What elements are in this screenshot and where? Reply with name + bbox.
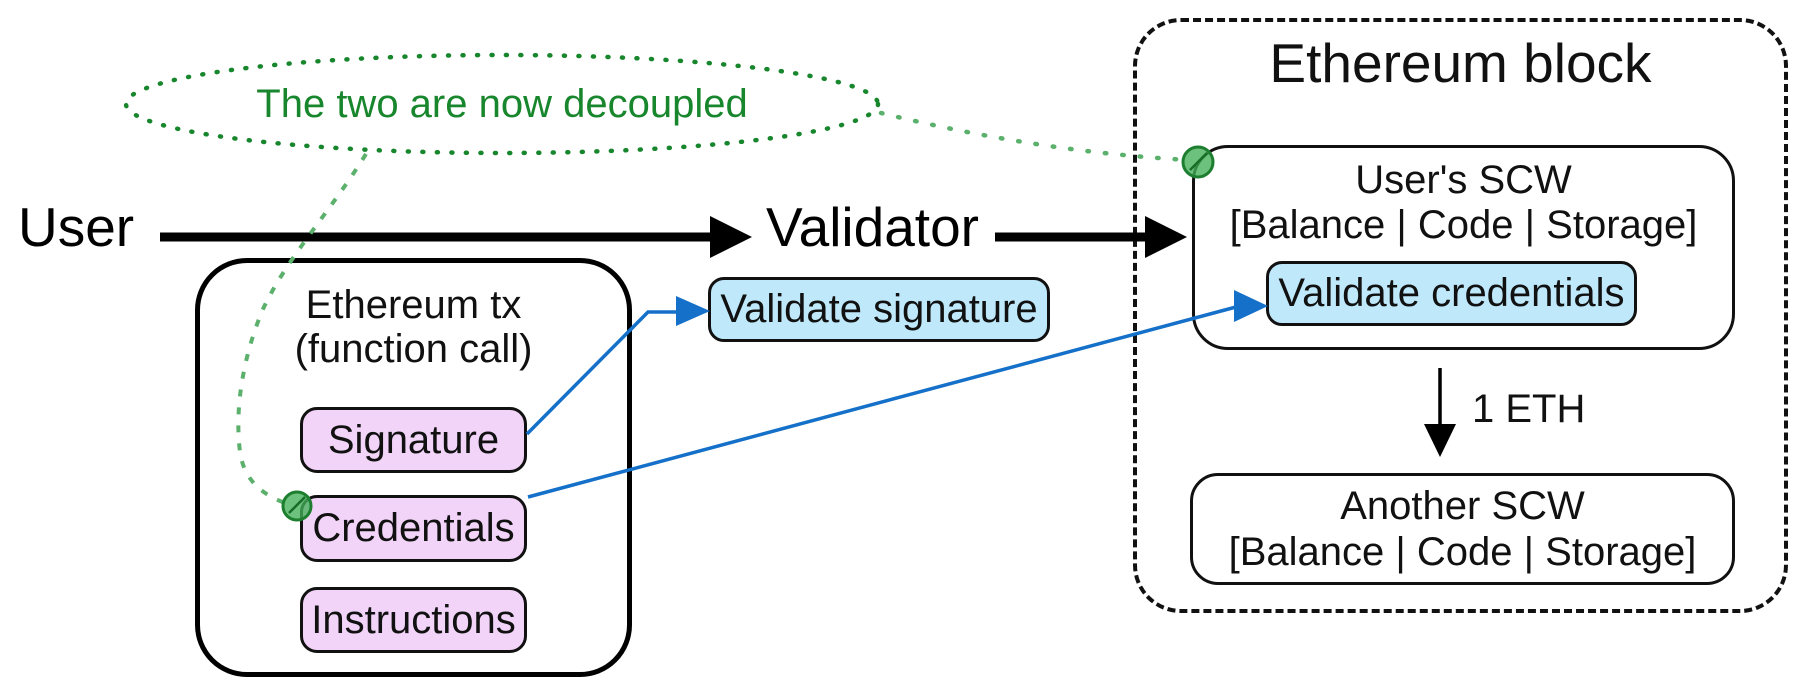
- transfer-amount-label: 1 ETH: [1472, 387, 1586, 431]
- another-scw-title: Another SCW: [1340, 484, 1585, 528]
- tx-field-credentials: Credentials: [300, 495, 527, 562]
- ethereum-tx-title-line1: Ethereum tx: [305, 283, 522, 327]
- users-scw-box: User's SCW [Balance | Code | Storage] Va…: [1192, 145, 1735, 350]
- ethereum-tx-title-line2: (function call): [294, 327, 533, 371]
- ethereum-block-title: Ethereum block: [1269, 32, 1652, 94]
- arrow-user-to-validator: [160, 216, 752, 258]
- users-scw-title: User's SCW: [1355, 158, 1572, 202]
- decoupled-note: The two are now decoupled: [256, 82, 748, 126]
- validator-label: Validator: [766, 196, 979, 258]
- ethereum-tx-box: Ethereum tx (function call) Signature Cr…: [195, 258, 632, 677]
- another-scw-subtitle: [Balance | Code | Storage]: [1228, 530, 1697, 574]
- validate-credentials-box: Validate credentials: [1266, 261, 1637, 326]
- tx-field-signature: Signature: [300, 407, 527, 473]
- tx-field-instructions: Instructions: [300, 587, 527, 653]
- validate-signature-box: Validate signature: [708, 277, 1050, 342]
- user-label: User: [18, 196, 135, 258]
- another-scw-box: Another SCW [Balance | Code | Storage]: [1190, 473, 1735, 585]
- users-scw-subtitle: [Balance | Code | Storage]: [1229, 203, 1698, 247]
- ethereum-tx-title: Ethereum tx (function call): [200, 283, 627, 371]
